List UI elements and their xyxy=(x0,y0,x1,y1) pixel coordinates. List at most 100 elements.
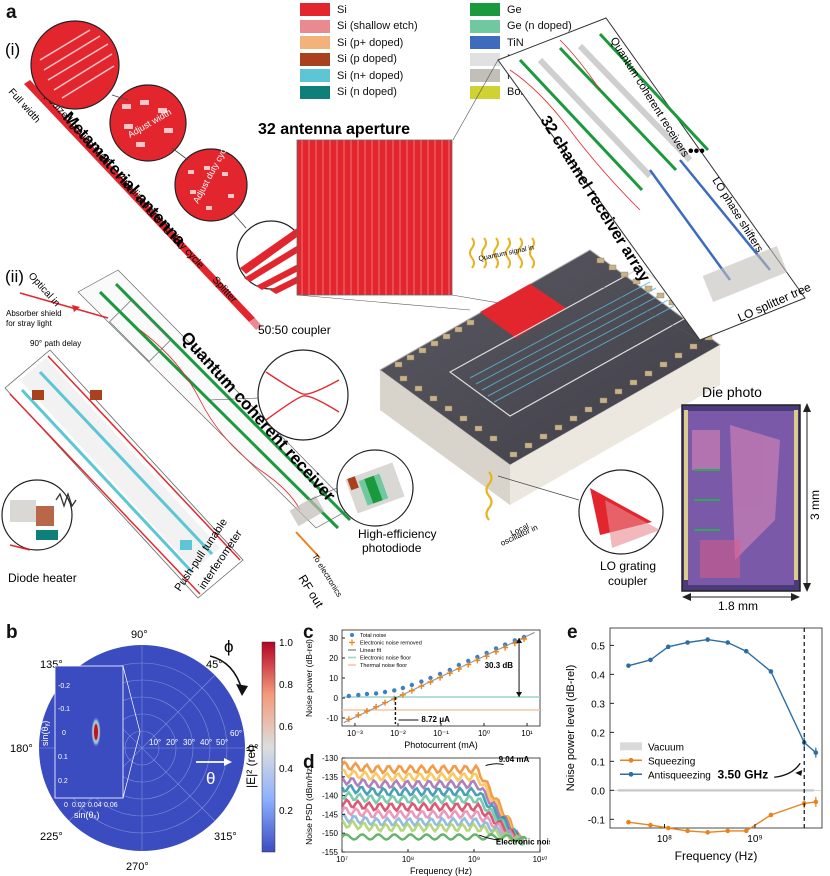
colorbar-label: |E|² (rel) xyxy=(244,745,258,788)
total-noise-point xyxy=(466,658,471,664)
interferometer-inset xyxy=(4,349,244,599)
total-noise-point xyxy=(502,642,508,647)
legend-swatch xyxy=(470,52,500,66)
legend-anti-marker xyxy=(628,771,634,777)
zoom-circle-photodiode xyxy=(309,449,414,527)
antisqueezing-point xyxy=(626,663,631,668)
y-tick-label: 0 xyxy=(334,694,339,703)
range-arrow-head xyxy=(516,692,523,697)
label-dim-3mm: 3 mm xyxy=(808,490,822,520)
squeezing-point xyxy=(768,812,774,818)
antisqueezing-point xyxy=(705,637,710,642)
electronic-removed-point xyxy=(418,683,425,690)
svg-text:0.6: 0.6 xyxy=(279,722,293,733)
farfield-inset: -0.2 -0.1 0 0.1 0.2 0 0.02 0.04 0.06 sin… xyxy=(40,665,141,820)
antisqueezing-point xyxy=(685,640,690,645)
x-axis-label: Frequency (Hz) xyxy=(675,849,758,863)
y-tick-label: 0.5 xyxy=(591,641,605,652)
legend-label: Thermal noise floor xyxy=(360,663,407,669)
electronic-removed-point xyxy=(502,644,509,651)
x-axis-label: Frequency (Hz) xyxy=(410,866,472,876)
psd-trace xyxy=(340,776,524,846)
antisqueezing-point xyxy=(768,669,774,674)
panel-label-e: e xyxy=(567,622,578,643)
receiver-array-inset: ••• xyxy=(452,17,806,341)
total-noise-point xyxy=(356,692,361,698)
label-5050-coupler: 50:50 coupler xyxy=(258,323,331,337)
label-rf-out: RF out xyxy=(295,572,326,610)
total-noise-point xyxy=(484,650,489,656)
label-splitter: Splitter xyxy=(210,275,239,306)
y-tick-label: 20 xyxy=(329,654,338,663)
legend-label: Si xyxy=(337,3,347,16)
svg-text:40°: 40° xyxy=(200,738,212,747)
svg-text:-0.2: -0.2 xyxy=(58,683,70,690)
cutoff-arrow xyxy=(774,762,801,778)
electronic-noise-trace xyxy=(341,833,528,843)
electronic-removed-point xyxy=(446,670,453,677)
colorbar-ticks: 1.0 0.8 0.6 0.4 0.2 xyxy=(279,638,293,817)
annotation-arrow xyxy=(479,834,500,841)
legend-label: Vacuum xyxy=(648,742,684,753)
psd-trace xyxy=(341,790,525,844)
y-tick-label: -130 xyxy=(322,754,339,763)
label-die-photo: Die photo xyxy=(702,384,762,400)
local-oscillator-wave xyxy=(485,471,493,521)
legend-swatch xyxy=(470,3,500,16)
legend-squeeze-marker xyxy=(628,757,634,763)
y-tick-label: 30 xyxy=(329,634,338,643)
electronic-removed-point xyxy=(465,661,472,668)
y-tick-label: -140 xyxy=(322,792,339,801)
metamaterial-antenna-bar xyxy=(24,80,262,330)
svg-text:0: 0 xyxy=(64,802,68,809)
svg-text:0°: 0° xyxy=(248,743,259,755)
svg-text:20°: 20° xyxy=(166,738,178,747)
psd-trace xyxy=(340,797,525,843)
svg-text:0.02: 0.02 xyxy=(72,802,86,809)
total-noise-point xyxy=(373,691,379,696)
y-tick-label: -135 xyxy=(322,773,339,782)
panel-label-a: a xyxy=(6,2,17,23)
y-tick-label: -0.1 xyxy=(588,815,606,826)
label-diode-heater: Diode heater xyxy=(8,571,77,585)
squeezing-point xyxy=(665,825,671,831)
phi-symbol: ϕ xyxy=(224,637,234,656)
y-tick-label: -155 xyxy=(322,848,339,857)
quantum-signal-waves xyxy=(469,237,535,269)
colorbar xyxy=(261,641,276,853)
legend-swatch xyxy=(300,19,330,33)
annotation-bottom: Electronic noise xyxy=(496,837,550,846)
svg-text:60°: 60° xyxy=(230,729,242,738)
legend-vacuum-swatch xyxy=(620,742,642,751)
svg-text:sin(θₓ): sin(θₓ) xyxy=(74,810,99,820)
electronic-removed-point xyxy=(382,699,389,706)
panel-b-farfield: 90° 45° 0° 315° 270° 225° 180° 135° ϕ θ … xyxy=(10,629,293,873)
total-noise-point xyxy=(409,682,415,688)
antisqueezing-point xyxy=(648,657,653,663)
antenna-aperture-array xyxy=(296,139,541,311)
y-tick-label: 0.1 xyxy=(591,757,605,768)
squeezing-point xyxy=(626,819,631,825)
legend-swatch xyxy=(300,36,330,49)
y-tick-label: -10 xyxy=(326,714,338,723)
legend-swatch xyxy=(470,36,500,49)
legend-label: Si (n+ doped) xyxy=(337,69,404,82)
total-noise-point xyxy=(392,688,397,693)
psd-trace xyxy=(341,768,525,846)
label-path-delay: 90° path delay xyxy=(30,339,81,348)
svg-text:225°: 225° xyxy=(40,831,63,843)
svg-text:0.8: 0.8 xyxy=(279,680,293,691)
zoom-circle-adjust-width: Adjust width xyxy=(109,84,187,162)
legend-label: Antisqueezing xyxy=(648,770,711,781)
label-high-eff-1: High-efficiency xyxy=(358,527,436,541)
label-absorber-shield-2: for stray light xyxy=(6,319,53,328)
annotation-arrow xyxy=(485,763,504,766)
legend-swatch xyxy=(470,19,500,33)
total-noise-point xyxy=(437,671,443,677)
y-tick-label: 0.2 xyxy=(591,728,605,739)
zoom-circle-splitter xyxy=(236,220,306,294)
label-optical-in: Optical in xyxy=(26,271,62,309)
electronic-removed-point xyxy=(511,640,518,647)
legend-swatch xyxy=(470,69,500,82)
